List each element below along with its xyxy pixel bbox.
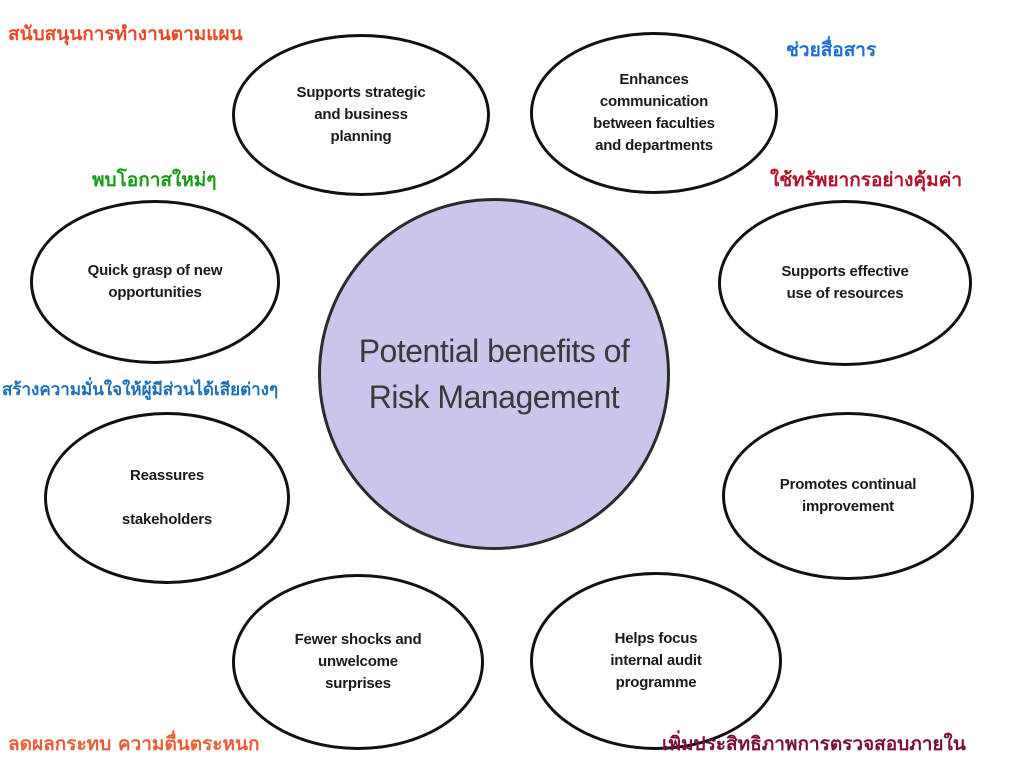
benefit-new-opportunities: Quick grasp of new opportunities xyxy=(30,200,280,364)
benefit-text: Promotes continual improvement xyxy=(779,476,917,515)
thai-label-communication: ช่วยสื่อสาร xyxy=(786,39,877,61)
benefit-reassures-stakeholders: Reassures stakeholders xyxy=(44,412,290,584)
thai-label-effective-resources: ใช้ทรัพยากรอย่างคุ้มค่า xyxy=(770,169,963,191)
benefit-communication: Enhances communication between faculties… xyxy=(530,32,778,194)
center-circle: Potential benefits of Risk Management xyxy=(318,198,670,550)
thai-label-new-opportunities: พบโอกาสใหม่ๆ xyxy=(92,169,217,191)
thai-label-strategic-planning: สนับสนุนการทำงานตามแผน xyxy=(8,23,243,45)
benefit-internal-audit: Helps focus internal audit programme xyxy=(530,572,782,750)
benefit-text: Fewer shocks and unwelcome surprises xyxy=(294,631,422,692)
center-title: Potential benefits of Risk Management xyxy=(358,333,630,415)
benefit-effective-resources: Supports effective use of resources xyxy=(718,200,972,366)
benefit-fewer-shocks: Fewer shocks and unwelcome surprises xyxy=(232,574,484,750)
benefit-text: Reassures stakeholders xyxy=(121,467,213,528)
thai-label-fewer-shocks: ลดผลกระทบ ความตื่นตระหนก xyxy=(8,733,260,755)
benefit-text: Quick grasp of new opportunities xyxy=(87,262,223,301)
benefit-continual-improvement: Promotes continual improvement xyxy=(722,412,974,580)
thai-label-reassures-stakeholders: สร้างความมั่นใจให้ผู้มีส่วนได้เสียต่างๆ xyxy=(2,380,279,400)
benefit-text: Enhances communication between faculties… xyxy=(593,71,715,154)
thai-label-internal-audit: เพิ่มประสิทธิภาพการตรวจสอบภายใน xyxy=(662,733,966,755)
benefit-text: Supports strategic and business planning xyxy=(296,84,426,145)
benefit-text: Supports effective use of resources xyxy=(781,263,909,302)
benefit-text: Helps focus internal audit programme xyxy=(610,630,702,691)
benefit-strategic-planning: Supports strategic and business planning xyxy=(232,34,490,196)
